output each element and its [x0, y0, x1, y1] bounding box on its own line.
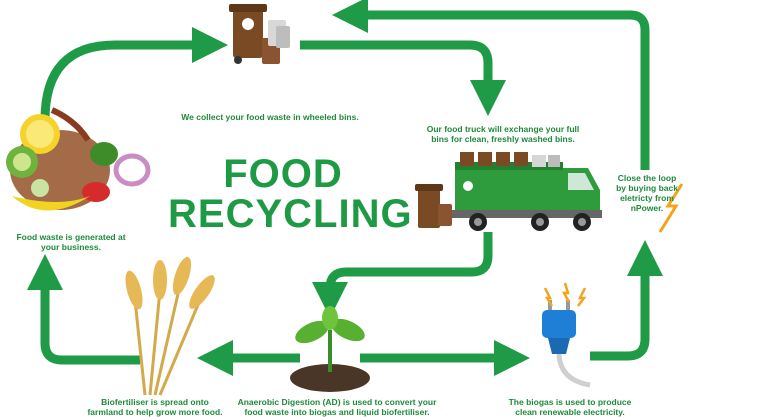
arrow-collection-to-truck: [300, 40, 506, 116]
food-pile-icon: [6, 107, 151, 211]
caption-close-loop-line4: nPower.: [630, 203, 664, 213]
caption-biogas-line2: clean renewable electricity.: [515, 407, 625, 417]
caption-anaerobic-digestion: Anaerobic Digestion (AD) is used to conv…: [232, 397, 442, 417]
wheelie-bin-icon: [229, 4, 290, 64]
caption-ad-line1: Anaerobic Digestion (AD) is used to conv…: [237, 397, 437, 407]
caption-close-loop: Close the loop by buying back eletricty …: [602, 173, 692, 213]
caption-waste-line2: your business.: [41, 242, 101, 252]
arrow-biogas-to-loop: [590, 240, 663, 361]
arrow-biofertiliser-to-waste: [27, 254, 140, 365]
title-line-2: RECYCLING: [168, 192, 413, 236]
caption-biogas: The biogas is used to produce clean rene…: [495, 397, 645, 417]
caption-close-loop-line2: by buying back: [616, 183, 678, 193]
caption-ad-line2: food waste into biogas and liquid biofer…: [244, 407, 430, 417]
caption-biogas-line1: The biogas is used to produce: [508, 397, 632, 407]
wheat-icon: [125, 256, 215, 396]
caption-biofertiliser-line2: farmland to help grow more food.: [87, 407, 223, 417]
caption-collect-text: We collect your food waste in wheeled bi…: [181, 112, 359, 122]
caption-biofertiliser-line1: Biofertiliser is spread onto: [101, 397, 209, 407]
caption-truck-line1: Our food truck will exchange your full: [426, 124, 580, 134]
electric-plug-icon: [542, 300, 591, 388]
caption-waste-line1: Food waste is generated at: [16, 232, 126, 242]
food-truck-icon: [415, 152, 602, 231]
arrow-waste-to-collection: [40, 27, 228, 121]
caption-close-loop-line3: eletricty from: [620, 193, 674, 203]
caption-biofertiliser: Biofertiliser is spread onto farmland to…: [75, 397, 235, 417]
caption-truck: Our food truck will exchange your full b…: [418, 124, 588, 144]
arrow-truck-to-digestion: [312, 232, 493, 318]
lightning-icon: [543, 183, 684, 307]
caption-collect: We collect your food waste in wheeled bi…: [180, 112, 360, 122]
arrow-loop-to-collection: [332, 0, 650, 170]
caption-waste: Food waste is generated at your business…: [8, 232, 134, 252]
caption-close-loop-line1: Close the loop: [617, 173, 677, 183]
caption-truck-line2: bins for clean, freshly washed bins.: [431, 134, 575, 144]
title-line-1: FOOD: [223, 152, 343, 196]
seedling-icon: [290, 306, 370, 392]
